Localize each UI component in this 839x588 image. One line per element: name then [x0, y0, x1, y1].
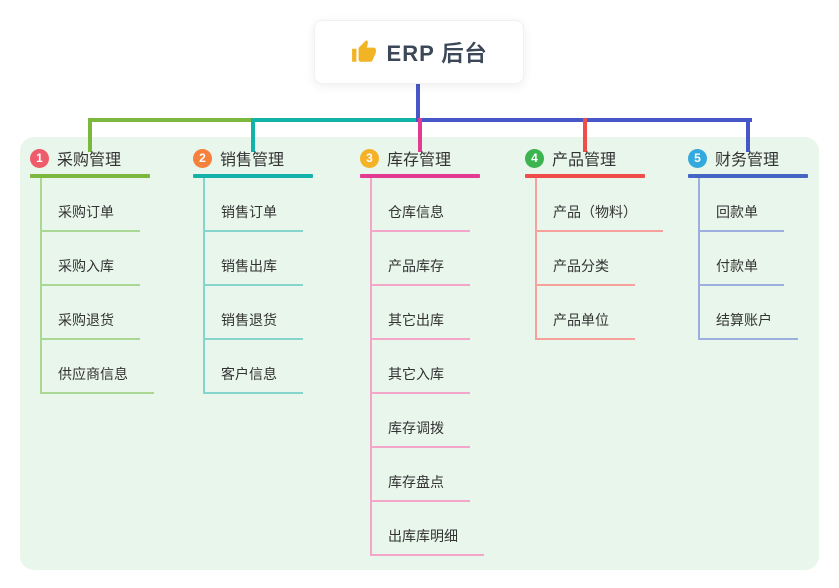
branch-children-list: 仓库信息产品库存其它出库其它入库库存调拨库存盘点出库库明细	[370, 178, 484, 556]
branch-underline	[688, 174, 808, 178]
child-node-label[interactable]: 付款单	[700, 256, 784, 286]
branch-5: 5 财务管理回款单付款单结算账户	[688, 146, 808, 340]
child-node-label[interactable]: 采购订单	[42, 202, 140, 232]
branch-number-badge: 4	[525, 148, 544, 168]
child-node-row: 其它入库	[372, 340, 484, 394]
connector-branch-drop-4	[583, 118, 587, 152]
child-node-row: 库存盘点	[372, 448, 484, 502]
branch-children-list: 回款单付款单结算账户	[698, 178, 798, 340]
child-node-row: 产品（物料）	[537, 178, 663, 232]
connector-branch-drop-1	[88, 118, 92, 152]
child-node-label[interactable]: 产品分类	[537, 256, 635, 286]
branch-children-list: 采购订单采购入库采购退货供应商信息	[40, 178, 154, 394]
child-node-label[interactable]: 出库库明细	[372, 526, 484, 556]
child-node-label[interactable]: 销售出库	[205, 256, 303, 286]
branch-number-badge: 1	[30, 148, 49, 168]
child-node-row: 采购订单	[42, 178, 154, 232]
branch-label: 产品管理	[552, 152, 617, 169]
connector-branch-drop-3	[418, 118, 422, 152]
branch-1: 1 采购管理采购订单采购入库采购退货供应商信息	[30, 146, 154, 394]
branch-node-3[interactable]: 3 库存管理	[360, 146, 484, 170]
thumbs-up-icon	[351, 39, 377, 65]
child-node-label[interactable]: 客户信息	[205, 364, 303, 394]
child-node-label[interactable]: 结算账户	[700, 310, 798, 340]
root-node-erp-backend[interactable]: ERP 后台	[314, 20, 524, 84]
child-node-label[interactable]: 产品库存	[372, 256, 470, 286]
branch-number-badge: 3	[360, 148, 379, 168]
branch-underline	[360, 174, 480, 178]
child-node-row: 产品单位	[537, 286, 663, 340]
child-node-label[interactable]: 采购入库	[42, 256, 140, 286]
child-node-row: 其它出库	[372, 286, 484, 340]
branch-label: 财务管理	[715, 152, 780, 169]
branch-number-badge: 5	[688, 148, 707, 168]
child-node-label[interactable]: 供应商信息	[42, 364, 154, 394]
branch-label: 采购管理	[57, 152, 122, 169]
child-node-label[interactable]: 销售退货	[205, 310, 303, 340]
child-node-row: 仓库信息	[372, 178, 484, 232]
child-node-row: 产品分类	[537, 232, 663, 286]
child-node-row: 供应商信息	[42, 340, 154, 394]
branch-node-4[interactable]: 4 产品管理	[525, 146, 663, 170]
child-node-row: 销售退货	[205, 286, 303, 340]
child-node-row: 采购入库	[42, 232, 154, 286]
branch-children-list: 销售订单销售出库销售退货客户信息	[203, 178, 303, 394]
child-node-row: 结算账户	[700, 286, 798, 340]
child-node-row: 出库库明细	[372, 502, 484, 556]
child-node-label[interactable]: 产品单位	[537, 310, 635, 340]
branches-panel	[20, 137, 819, 570]
branch-4: 4 产品管理产品（物料） 产品分类产品单位	[525, 146, 663, 340]
child-node-label[interactable]: 库存调拨	[372, 418, 470, 448]
child-node-row: 付款单	[700, 232, 798, 286]
child-node-label[interactable]: 采购退货	[42, 310, 140, 340]
child-node-label[interactable]: 其它入库	[372, 364, 470, 394]
connector-root-drop	[416, 82, 420, 122]
child-node-row: 回款单	[700, 178, 798, 232]
child-node-row: 销售出库	[205, 232, 303, 286]
child-node-row: 销售订单	[205, 178, 303, 232]
child-node-row: 库存调拨	[372, 394, 484, 448]
branch-children-list: 产品（物料） 产品分类产品单位	[535, 178, 663, 340]
branch-3: 3 库存管理仓库信息产品库存其它出库其它入库库存调拨库存盘点出库库明细	[360, 146, 484, 556]
child-node-label[interactable]: 销售订单	[205, 202, 303, 232]
branch-node-5[interactable]: 5 财务管理	[688, 146, 808, 170]
branch-underline	[525, 174, 645, 178]
child-node-label[interactable]: 其它出库	[372, 310, 470, 340]
child-node-row: 产品库存	[372, 232, 484, 286]
branch-number-badge: 2	[193, 148, 212, 168]
branch-node-1[interactable]: 1 采购管理	[30, 146, 154, 170]
connector-bus-left-inner	[253, 118, 420, 122]
branch-underline	[193, 174, 313, 178]
child-node-label[interactable]: 仓库信息	[372, 202, 470, 232]
connector-branch-drop-2	[251, 118, 255, 152]
child-node-label[interactable]: 库存盘点	[372, 472, 470, 502]
child-node-label[interactable]: 回款单	[700, 202, 784, 232]
root-node-title: ERP 后台	[386, 41, 488, 66]
child-node-row: 客户信息	[205, 340, 303, 394]
branch-label: 库存管理	[387, 152, 452, 169]
connector-bus-left-outer	[90, 118, 253, 122]
branch-underline	[30, 174, 150, 178]
connector-branch-drop-5	[746, 118, 750, 152]
child-node-label[interactable]: 产品（物料）	[537, 202, 663, 232]
child-node-row: 采购退货	[42, 286, 154, 340]
branch-node-2[interactable]: 2 销售管理	[193, 146, 313, 170]
branch-2: 2 销售管理销售订单销售出库销售退货客户信息	[193, 146, 313, 394]
branch-label: 销售管理	[220, 152, 285, 169]
